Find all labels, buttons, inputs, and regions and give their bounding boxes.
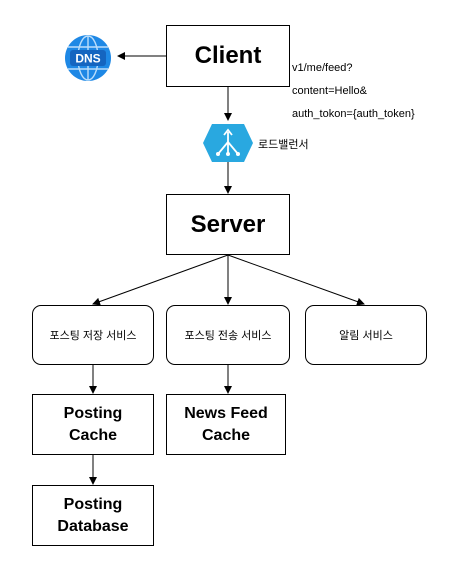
posting-store-service-box: 포스팅 저장 서비스 — [32, 305, 154, 365]
posting-store-service-label: 포스팅 저장 서비스 — [49, 330, 137, 342]
client-box: Client — [166, 25, 290, 87]
news-feed-cache-line-1: News Feed — [184, 404, 268, 422]
posting-cache-line-1: Posting — [63, 404, 123, 422]
notification-service-label: 알림 서비스 — [339, 330, 393, 342]
posting-cache-box: Posting Cache — [32, 394, 154, 455]
posting-cache-line-2: Cache — [68, 426, 118, 444]
request-url-text: v1/me/feed? content=Hello& auth_tokon={a… — [292, 57, 415, 126]
arrow-server-to-store-service — [92, 254, 229, 306]
news-feed-cache-box: News Feed Cache — [166, 394, 286, 455]
load-balancer-icon — [203, 124, 253, 162]
server-box: Server — [166, 194, 290, 255]
client-label: Client — [194, 42, 262, 69]
news-feed-cache-line-2: Cache — [201, 426, 251, 444]
dns-globe-icon: DNS — [65, 35, 111, 81]
request-line-1: v1/me/feed? — [292, 62, 353, 74]
posting-send-service-box: 포스팅 전송 서비스 — [166, 305, 290, 365]
request-line-2: content=Hello& — [292, 85, 367, 97]
request-line-3: auth_tokon={auth_token} — [292, 108, 415, 120]
notification-service-box: 알림 서비스 — [305, 305, 427, 365]
load-balancer-label: 로드밸런서 — [258, 139, 309, 151]
server-label: Server — [190, 210, 266, 238]
dns-label: DNS — [75, 52, 100, 66]
arrow-server-to-notify-service — [227, 254, 365, 306]
posting-database-line-1: Posting — [63, 495, 123, 513]
posting-database-line-2: Database — [57, 517, 129, 535]
posting-database-box: Posting Database — [32, 485, 154, 546]
posting-send-service-label: 포스팅 전송 서비스 — [184, 330, 272, 342]
